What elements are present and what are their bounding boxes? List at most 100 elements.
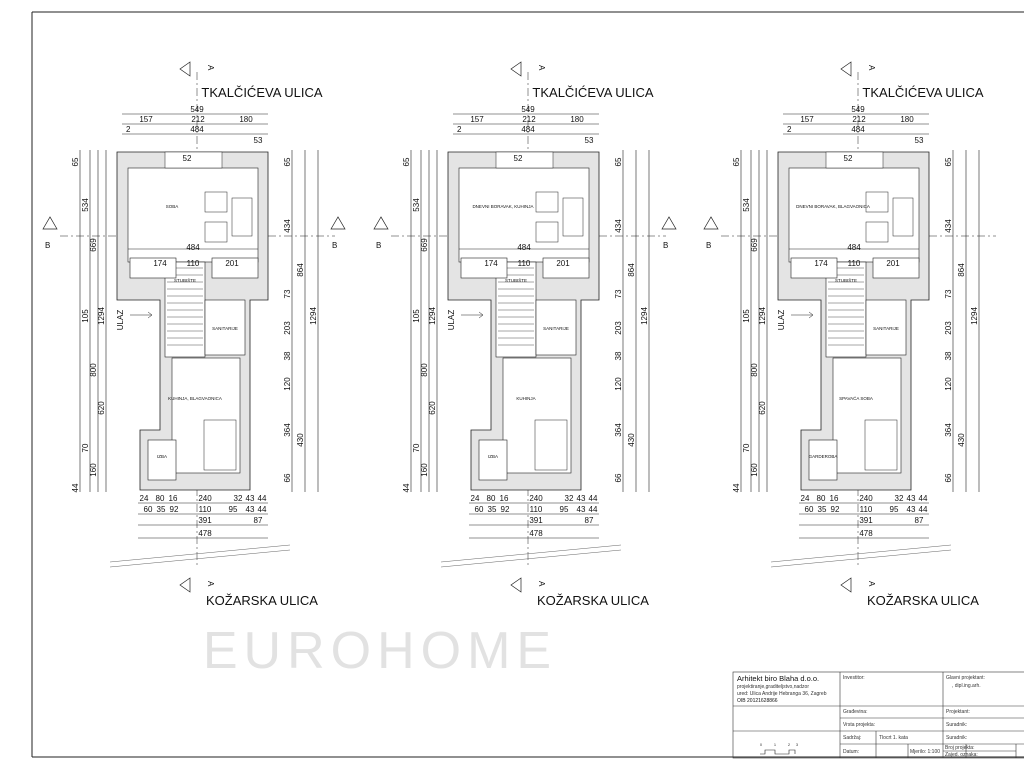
- dim-right-1: 434: [944, 219, 953, 233]
- scale-label: Mjerilo: 1:100: [910, 749, 940, 755]
- room-label-sanitary: SANITARIJE: [873, 326, 899, 331]
- furniture-chair: [204, 221, 228, 243]
- dim-bottom-r2-2: 92: [501, 505, 510, 514]
- dim-right-2: 864: [296, 263, 305, 277]
- dim-inner-mid: 110: [848, 259, 861, 268]
- dim-inner-left: 174: [484, 259, 498, 268]
- scale-bar-tick-2: 2: [788, 743, 790, 747]
- street-edge-line: [770, 544, 952, 568]
- section-a-marker-bottom: [840, 577, 852, 593]
- section-a-label-bottom: A: [537, 581, 546, 587]
- dim-inner-width: 484: [186, 243, 200, 252]
- dim-left-7: 160: [750, 463, 759, 477]
- dim-right-2: 864: [627, 263, 636, 277]
- dim-bottom-r1-4: 32: [565, 494, 574, 503]
- dim-part-3: 180: [570, 115, 584, 124]
- dim-right-7: 120: [944, 377, 953, 391]
- dim-left-7: 160: [89, 463, 98, 477]
- scale-bar-tick-0: 0: [760, 743, 762, 747]
- dim-left-6: 620: [428, 401, 437, 415]
- window-top: [164, 151, 223, 169]
- dim-total-width: 549: [190, 105, 204, 114]
- dim-bottom-r1-5: 43: [907, 494, 916, 503]
- dim-bottom-r4-0: 478: [859, 529, 873, 538]
- room-label-main: DNEVNI BORAVAK, KUHINJA: [472, 204, 533, 209]
- dim-left-6: 620: [758, 401, 767, 415]
- section-a-label-top: A: [867, 65, 876, 71]
- project-number-label: Broj projekta:: [945, 745, 974, 751]
- dim-bottom-r1-2: 16: [830, 494, 839, 503]
- furniture-chair: [535, 221, 559, 243]
- dim-bottom-r2-5: 43: [907, 505, 916, 514]
- dim-inner-right: 201: [556, 259, 570, 268]
- dim-left-5: 800: [420, 363, 429, 377]
- section-a-label-bottom: A: [206, 581, 215, 587]
- dim-bottom-r3-0: 391: [198, 516, 212, 525]
- dim-bottom-r1-5: 43: [577, 494, 586, 503]
- dim-bottom-r1-1: 80: [487, 494, 496, 503]
- scale-bar-tick-3: 3: [796, 743, 798, 747]
- dim-bottom-r2-1: 35: [818, 505, 827, 514]
- dim-bottom-r1-3: 240: [529, 494, 543, 503]
- room-sanitary: [204, 299, 246, 356]
- dim-bottom-r3-1: 87: [254, 516, 263, 525]
- section-b-marker-left: [42, 216, 58, 230]
- dim-left-9: 70: [412, 443, 421, 452]
- section-a-marker-top: [179, 61, 191, 77]
- dim-bottom-r2-0: 60: [805, 505, 814, 514]
- dim-inner-right: 201: [225, 259, 239, 268]
- dim-bottom-r1-2: 16: [500, 494, 509, 503]
- furniture-chair: [535, 191, 559, 213]
- balcony-left: [460, 257, 508, 279]
- dim-right-7: 120: [614, 377, 623, 391]
- section-a-marker-bottom: [179, 577, 191, 593]
- street-edge-line: [440, 544, 622, 568]
- window-top: [825, 151, 884, 169]
- dim-right-5: 1294: [309, 307, 318, 325]
- section-b-label-right: B: [332, 241, 337, 250]
- dim-bottom-r3-0: 391: [529, 516, 543, 525]
- dim-bottom-r3-1: 87: [915, 516, 924, 525]
- room-kitchen: [171, 357, 241, 474]
- dim-bottom-r1-0: 24: [471, 494, 480, 503]
- content-label: Sadržaj:: [843, 735, 861, 741]
- dim-bottom-r1-1: 80: [817, 494, 826, 503]
- dim-bottom-r2-3: 110: [530, 505, 543, 514]
- dim-inner-mid: 110: [518, 259, 531, 268]
- dim-total-width: 549: [521, 105, 535, 114]
- dim-inner-width: 484: [521, 125, 535, 134]
- street-label-bottom: KOŽARSKA ULICA: [206, 593, 318, 608]
- dim-right-1: 434: [614, 219, 623, 233]
- dim-left-8: 44: [402, 483, 411, 492]
- room-label-stairs: STUBIŠTE: [505, 277, 527, 283]
- dim-bottom-r1-1: 80: [156, 494, 165, 503]
- dim-bottom-r1-4: 32: [234, 494, 243, 503]
- furniture-table: [534, 419, 568, 471]
- furniture-chair: [204, 191, 228, 213]
- dim-bottom-r1-6: 44: [589, 494, 598, 503]
- room-label-stairs: STUBIŠTE: [174, 277, 196, 283]
- room-label-storage: IZBA: [488, 454, 498, 459]
- room-sanitary: [535, 299, 577, 356]
- dim-left-3: 1294: [428, 307, 437, 325]
- dim-door: 52: [183, 154, 192, 163]
- dim-left-9: 70: [742, 443, 751, 452]
- room-label-kitchen: KUHINJA, BLAGVAONICA: [168, 396, 222, 401]
- dim-part-3: 180: [900, 115, 914, 124]
- dim-bottom-r2-3: 110: [199, 505, 212, 514]
- dim-left-4: 105: [742, 309, 751, 323]
- dim-left-2: 669: [89, 238, 98, 252]
- dim-right: 53: [254, 136, 263, 145]
- section-b-label-left: B: [45, 241, 50, 250]
- dim-part-1: 157: [139, 115, 153, 124]
- dim-part-3: 180: [239, 115, 253, 124]
- dim-bottom-r2-2: 92: [831, 505, 840, 514]
- window-top: [495, 151, 554, 169]
- dim-left-8: 44: [732, 483, 741, 492]
- room-label-main: DNEVNI BORAVAK, BLAGVAONICA: [796, 204, 870, 209]
- furniture-table: [864, 419, 898, 471]
- dim-right-4: 203: [283, 321, 292, 335]
- dim-left-6: 620: [97, 401, 106, 415]
- room-sanitary: [865, 299, 907, 356]
- building-label: Građevina:: [843, 709, 867, 715]
